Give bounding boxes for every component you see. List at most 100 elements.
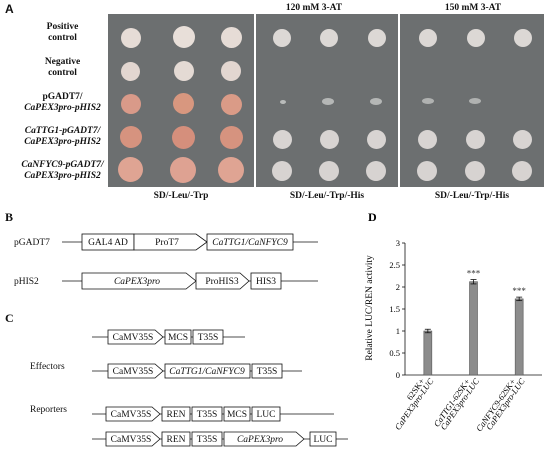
prohis3-arrow <box>195 272 250 290</box>
colony <box>469 98 481 104</box>
cattg1-canfyc9-text: CaTTG1/CaNFYC9 <box>212 238 288 248</box>
y-tick-label: 2 <box>396 282 400 292</box>
eff2-camv35s-text: CaMV35S <box>113 367 154 377</box>
rep2-capex3pro-text: CaPEX3pro <box>237 435 283 445</box>
colony <box>273 29 291 47</box>
eff1-camv35s-arrow <box>107 329 164 345</box>
row-label-cattg1: CaTTG1-pGADT7/ CaPEX3pro-pHIS2 <box>10 126 115 148</box>
colony <box>121 94 141 114</box>
plate-150mm-3at <box>400 14 544 187</box>
eff2-cattg1-text: CaTTG1/CaNFYC9 <box>169 367 245 377</box>
row-label-negative-line2: control <box>48 68 77 78</box>
eff2-t35s-box <box>251 363 283 379</box>
eff1-camv35s-text: CaMV35S <box>113 333 154 343</box>
colony <box>320 130 339 149</box>
rep2-t35s-text: T35S <box>197 435 218 445</box>
row-label-pgadt7-line1: pGADT7/ <box>42 92 83 102</box>
rep1-camv35s-text: CaMV35S <box>111 410 152 420</box>
media-label-1: SD/-Leu/-Trp <box>153 191 209 201</box>
colony <box>221 61 241 81</box>
rep1-luc-box <box>251 406 281 422</box>
rep1-t35s-box <box>191 406 223 422</box>
bar <box>469 281 478 376</box>
row-label-canfyc9-line2: CaPEX3pro-pHIS2 <box>24 171 101 181</box>
panel-label-c: C <box>5 311 14 325</box>
colony <box>273 130 292 149</box>
rep2-luc-text: LUC <box>314 435 333 445</box>
row-label-negative: Negative control <box>10 57 115 79</box>
rep1-mcs-box <box>223 406 251 422</box>
plate-heading-150: 150 mM 3-AT <box>444 3 502 13</box>
rep1-ren-text: REN <box>167 410 186 420</box>
rep2-ren-box <box>161 431 191 447</box>
eff1-mcs-box <box>164 329 192 345</box>
row-label-cattg1-line1: CaTTG1-pGADT7/ <box>24 126 101 136</box>
colony <box>417 161 437 181</box>
colony <box>418 130 437 149</box>
colony <box>467 29 485 47</box>
row-label-canfyc9: CaNFYC9-pGADT7/ CaPEX3pro-pHIS2 <box>10 160 115 182</box>
colony <box>173 26 195 48</box>
reporters-label: Reporters <box>30 405 67 415</box>
eff1-t35s-text: T35S <box>198 333 219 343</box>
eff2-camv35s-arrow <box>107 363 164 379</box>
colony <box>172 126 195 149</box>
phis2-label: pHIS2 <box>14 277 39 287</box>
construct-diagrams: B pGADT7 GAL4 AD ProT7 CaTTG1/CaNFYC9 pH… <box>5 210 348 447</box>
rep2-camv35s-arrow <box>105 431 161 447</box>
colony <box>121 62 140 81</box>
cattg1-canfyc9-box <box>206 233 294 251</box>
colony <box>120 126 142 148</box>
bar <box>423 330 433 376</box>
eff2-cattg1-box <box>164 363 251 379</box>
rep2-capex3pro-arrow <box>223 431 305 447</box>
colony <box>272 161 292 181</box>
pgadt7-label: pGADT7 <box>14 238 50 248</box>
rep1-luc-text: LUC <box>257 410 276 420</box>
colony <box>419 29 437 47</box>
prohis3-text: ProHIS3 <box>205 277 239 287</box>
significance-label: *** <box>512 286 526 296</box>
colony <box>422 98 434 104</box>
y-tick-label: 3 <box>396 238 400 248</box>
y-tick-label: 1.5 <box>389 304 400 314</box>
rep2-camv35s-text: CaMV35S <box>111 435 152 445</box>
row-label-cattg1-line2: CaPEX3pro-pHIS2 <box>24 137 101 147</box>
row-label-canfyc9-line1: CaNFYC9-pGADT7/ <box>21 160 104 170</box>
colony <box>220 126 243 149</box>
row-label-positive-line2: control <box>48 33 77 43</box>
colony <box>512 161 532 181</box>
bar <box>514 298 524 376</box>
prot7-text: ProT7 <box>155 238 179 248</box>
his3-box <box>250 272 282 290</box>
row-label-positive: Positive control <box>10 22 115 44</box>
colony <box>174 61 194 81</box>
rep1-t35s-text: T35S <box>197 410 218 420</box>
y-tick-label: 0 <box>396 370 400 380</box>
rep2-t35s-box <box>191 431 223 447</box>
rep2-luc-box <box>309 431 337 447</box>
y-tick-label: 2.5 <box>389 260 400 270</box>
chart-ylabel: Relative LUC/REN activity <box>365 255 375 361</box>
plate-sd-leu-trp <box>108 14 254 187</box>
significance-label: *** <box>467 269 481 279</box>
rep1-mcs-text: MCS <box>227 410 247 420</box>
effectors-label: Effectors <box>30 361 65 372</box>
media-label-3: SD/-Leu/-Trp/-His <box>434 191 510 201</box>
row-label-positive-line1: Positive <box>46 22 79 32</box>
colony <box>170 157 196 183</box>
gal4ad-text: GAL4 AD <box>88 238 128 248</box>
eff2-t35s-text: T35S <box>257 367 278 377</box>
plate-heading-120: 120 mM 3-AT <box>285 3 343 13</box>
y-tick-label: 0.5 <box>389 348 400 358</box>
eff1-mcs-text: MCS <box>168 333 188 343</box>
panel-label-b: B <box>5 210 13 224</box>
row-label-negative-line1: Negative <box>44 57 81 67</box>
colony <box>514 29 532 47</box>
colony <box>319 161 339 181</box>
panel-label-a: A <box>5 2 14 16</box>
rep1-camv35s-arrow <box>105 406 161 422</box>
colony <box>320 29 338 47</box>
rep1-ren-box <box>161 406 191 422</box>
colony <box>280 100 286 104</box>
